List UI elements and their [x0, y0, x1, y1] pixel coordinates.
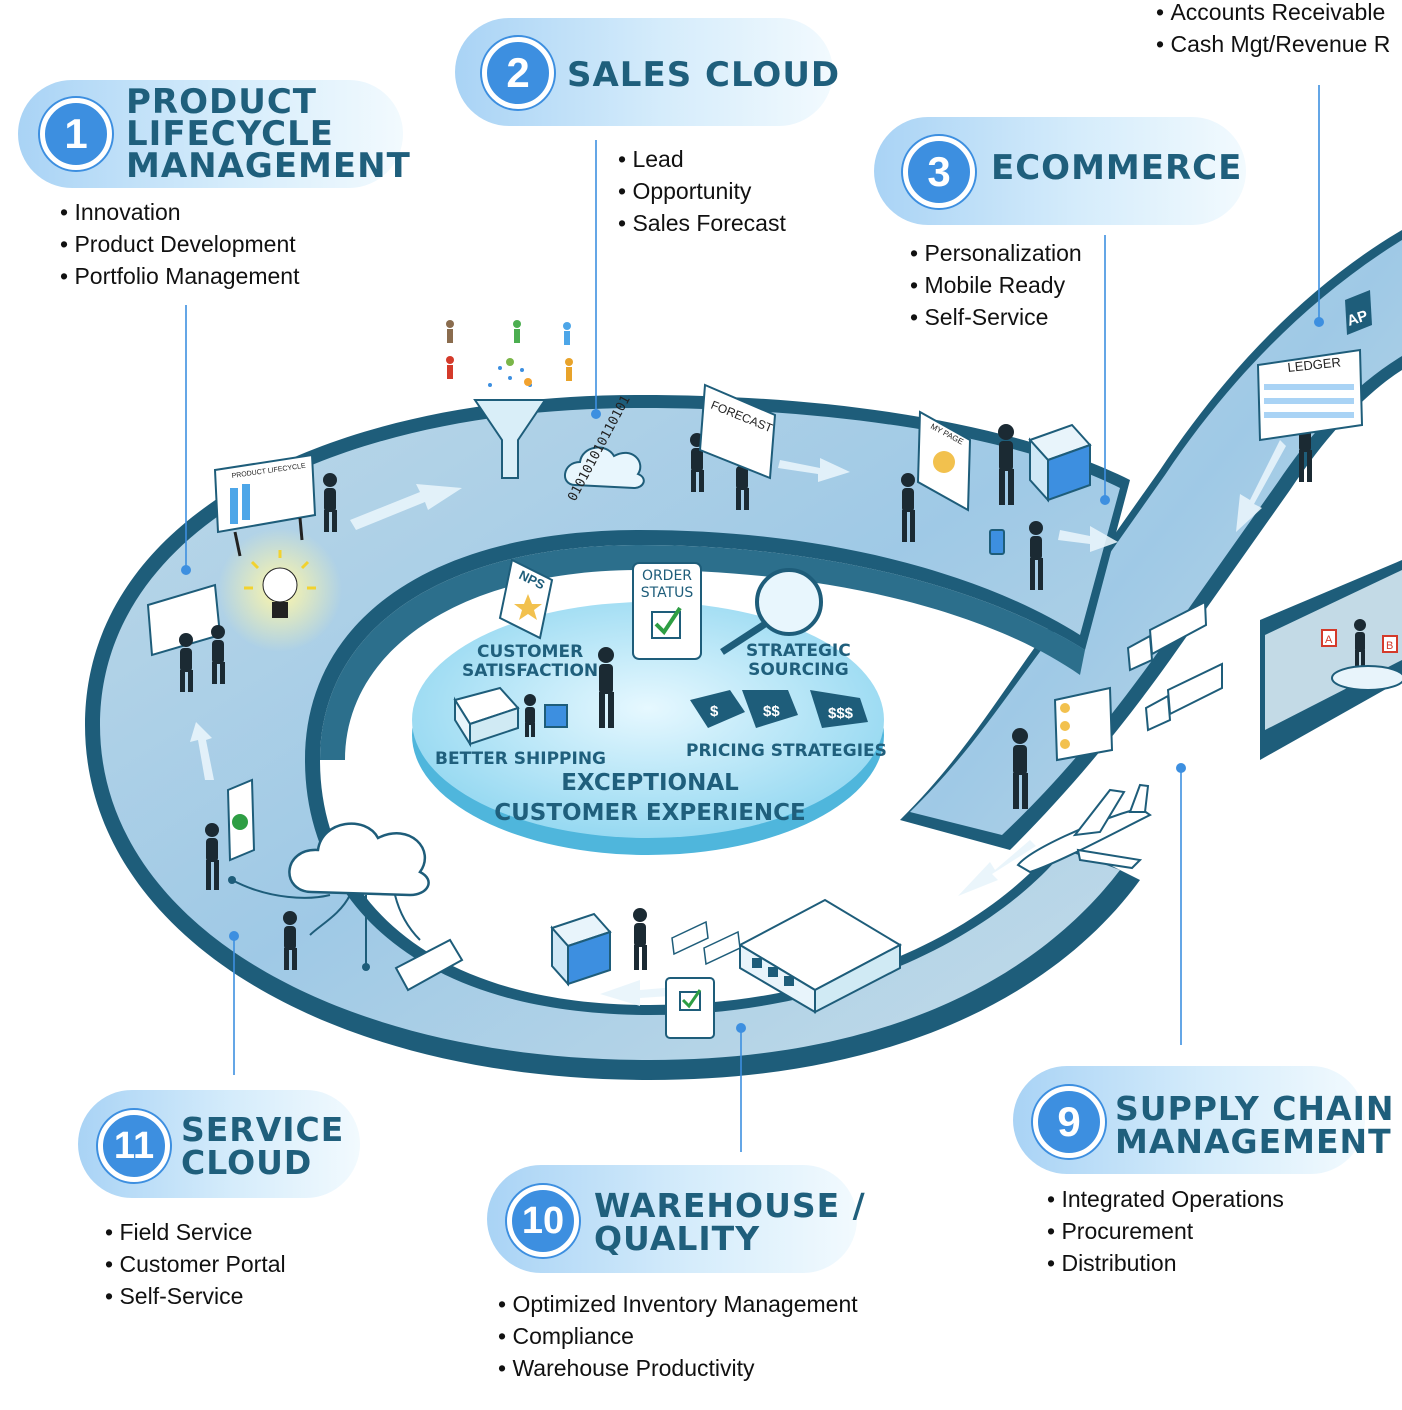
connector-dots	[181, 317, 1324, 1033]
price-tag-1: $	[710, 703, 719, 720]
section-2-bullets: Lead Opportunity Sales Forecast	[618, 143, 786, 239]
sign-a: A	[1325, 634, 1333, 646]
warehouse-building	[737, 898, 903, 1014]
pricing-strategies-label: PRICING STRATEGIES	[686, 741, 887, 761]
section-1-badge: 1	[40, 98, 112, 170]
bullet: Opportunity	[618, 175, 786, 207]
center-title: EXCEPTIONAL CUSTOMER EXPERIENCE	[494, 770, 806, 826]
product-lifecycle-board: PRODUCT LIFECYCLE	[213, 453, 317, 557]
checklist-card	[226, 778, 256, 862]
small-trucks	[671, 920, 741, 966]
clipboard-icon	[665, 977, 715, 1039]
shipping-van	[453, 686, 520, 748]
schedule-board	[1053, 686, 1114, 762]
section-3-bullets: Personalization Mobile Ready Self-Servic…	[910, 237, 1082, 333]
crowd-icons	[446, 320, 573, 381]
better-shipping-label: BETTER SHIPPING	[435, 749, 606, 769]
bullet: Warehouse Productivity	[498, 1352, 858, 1384]
bullet: Field Service	[105, 1216, 286, 1248]
package-box-warehouse	[550, 912, 612, 987]
bullet: Compliance	[498, 1320, 858, 1352]
section-10-title: WAREHOUSE / QUALITY	[594, 1186, 866, 1258]
section-1-title: PRODUCT LIFECYCLE MANAGEMENT	[126, 82, 411, 186]
funnel-icon	[473, 358, 547, 479]
bullet: Product Development	[60, 228, 299, 260]
strategic-sourcing-label: STRATEGIC SOURCING	[746, 641, 851, 680]
bullet: Procurement	[1047, 1215, 1284, 1247]
section-9-title: SUPPLY CHAIN MANAGEMENT	[1115, 1089, 1395, 1161]
section-9-badge: 9	[1033, 1086, 1105, 1158]
mobile-phone-icon	[989, 529, 1005, 555]
bullet: Personalization	[910, 237, 1081, 269]
package-box	[1028, 423, 1092, 503]
customer-satisfaction-label: CUSTOMER SATISFACTION	[462, 642, 599, 681]
bullet: Lead	[618, 143, 786, 175]
bullet: Accounts Receivable	[1156, 0, 1390, 28]
hand-truck-box	[544, 704, 568, 728]
price-tag-2: $$	[763, 703, 780, 720]
section-11-badge: 11	[98, 1110, 170, 1182]
bullet: Distribution	[1047, 1247, 1284, 1279]
ledger-label: LEDGER	[1287, 354, 1342, 375]
section-3-title: ECOMMERCE	[991, 148, 1243, 188]
price-tag-3: $$$	[828, 705, 854, 722]
sign-b: B	[1386, 640, 1393, 652]
bullet: Self-Service	[910, 301, 1082, 333]
price-tags: $ $$ $$$	[690, 690, 868, 728]
center-disk	[412, 602, 884, 855]
road-arrows	[190, 440, 1286, 1006]
service-van	[394, 938, 464, 992]
bullet: Innovation	[60, 196, 299, 228]
section-3-badge: 3	[903, 136, 975, 208]
section-1-bullets: Innovation Product Development Portfolio…	[60, 196, 299, 292]
main-loop-road	[85, 395, 1140, 1080]
bullet: Portfolio Management	[60, 260, 299, 292]
service-cloud-icon	[228, 822, 430, 971]
bullet: Optimized Inventory Management	[498, 1288, 857, 1320]
magnifier-icon	[720, 568, 823, 655]
order-status-label: ORDER STATUS	[640, 568, 694, 601]
section-11-title: SERVICE CLOUD	[181, 1110, 345, 1182]
forecast-board: FORECAST	[698, 383, 777, 480]
ap-label: AP	[1345, 307, 1370, 330]
section-2-badge: 2	[482, 37, 554, 109]
bullet: Customer Portal	[105, 1248, 285, 1280]
section-10-bullets: Optimized Inventory Management Complianc…	[498, 1288, 858, 1384]
people-figures	[179, 413, 1366, 970]
airplane-icon	[1016, 783, 1152, 874]
bullet: Integrated Operations	[1047, 1183, 1283, 1215]
order-status-card	[632, 562, 702, 660]
section-9-bullets: Integrated Operations Procurement Distri…	[1047, 1183, 1284, 1279]
connector-lines	[185, 85, 1320, 1152]
section-11-bullets: Field Service Customer Portal Self-Servi…	[105, 1216, 286, 1312]
lightbulb-icon	[218, 528, 342, 652]
section-2-title: SALES CLOUD	[567, 55, 841, 95]
top-right-bullets: Accounts Receivable Cash Mgt/Revenue R	[1156, 0, 1390, 60]
ledger-board: LEDGER	[1256, 348, 1364, 442]
nps-certificate: NPS	[498, 558, 554, 640]
truck-icons	[1126, 600, 1223, 732]
bullet: Self-Service	[105, 1280, 286, 1312]
section-10-badge: 10	[507, 1185, 579, 1257]
bullet: Sales Forecast	[618, 207, 785, 239]
bullet: Cash Mgt/Revenue R	[1156, 28, 1390, 60]
ap-card: AP	[1345, 290, 1372, 335]
bullet: Mobile Ready	[910, 269, 1082, 301]
meeting-table: A B	[1321, 629, 1402, 691]
